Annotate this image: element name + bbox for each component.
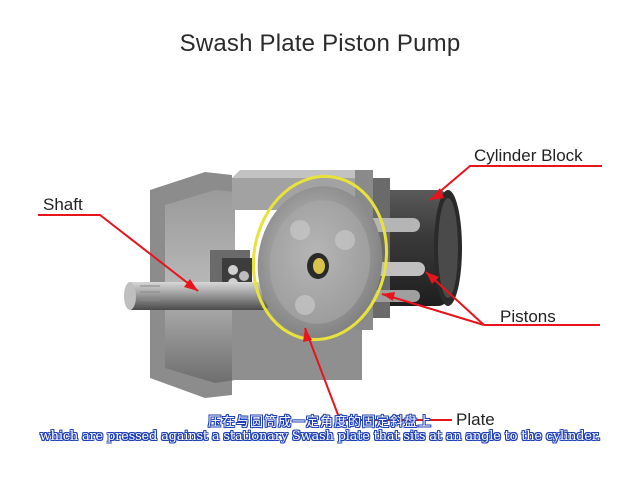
label-swash-plate: Plate [456,410,495,429]
drive-shaft [124,282,268,310]
label-cylinder-block: Cylinder Block [474,146,583,165]
swash-plate [257,186,383,338]
leader-line-cylinder-block [429,165,602,201]
subtitle-english: which are pressed against a stationary S… [39,429,601,444]
callout-leader-lines [38,165,602,421]
page-title: Swash Plate Piston Pump [179,30,461,57]
subtitle-chinese: 压在与圆筒成一定角度的固定斜盘上 [207,415,432,430]
leader-line-pistons-top [425,271,485,326]
label-pistons: Pistons [500,307,556,326]
leader-line-shaft [38,214,199,292]
leader-line-pistons-bottom [381,293,485,326]
leader-line-swash-plate [304,327,452,421]
label-shaft: Shaft [43,195,83,214]
